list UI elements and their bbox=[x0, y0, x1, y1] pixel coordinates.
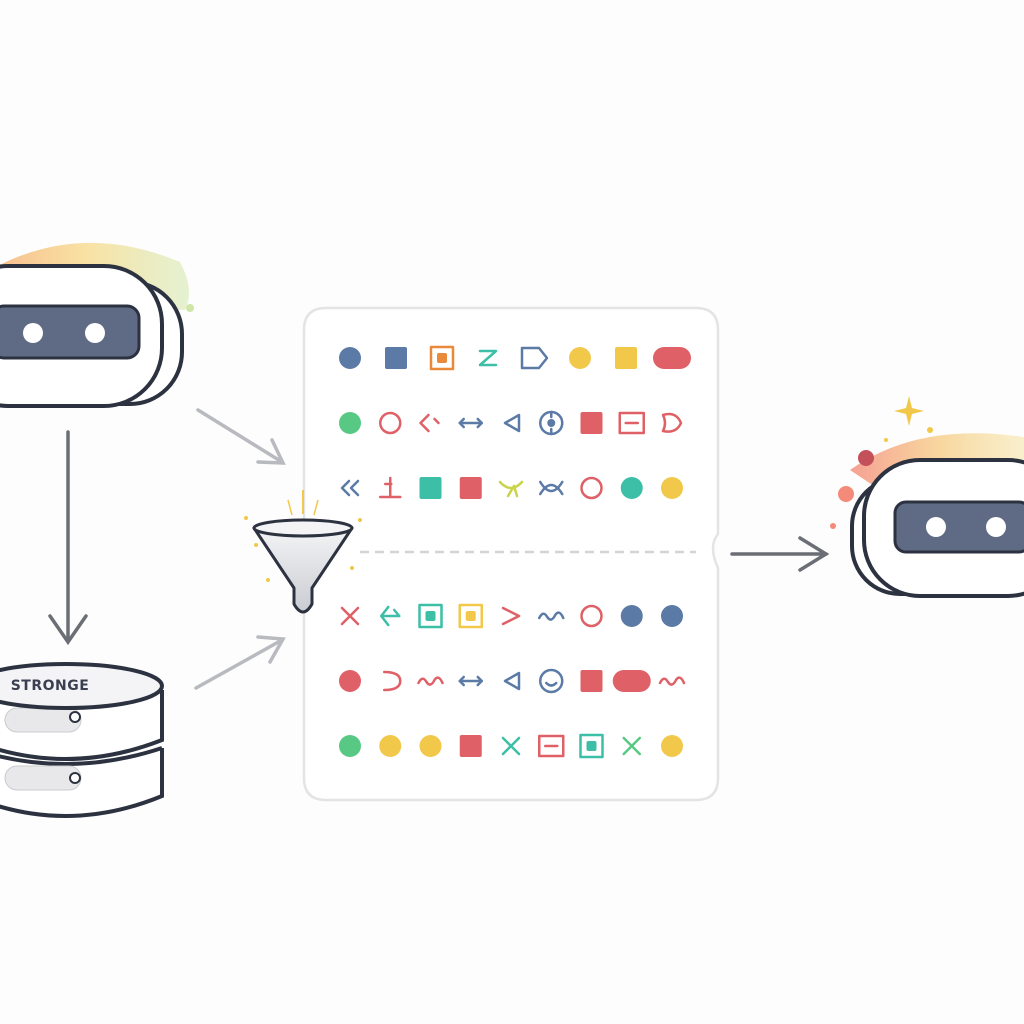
token-teal-zigzag-icon bbox=[478, 349, 498, 367]
token-teal-square-icon bbox=[419, 477, 442, 499]
token-yellow-circle-icon bbox=[379, 735, 402, 757]
token-teal-branch-icon bbox=[380, 605, 401, 627]
token-blue-smile-icon bbox=[539, 668, 564, 694]
token-lime-knot-icon bbox=[498, 480, 524, 498]
token-red-chevrons-icon bbox=[419, 413, 440, 433]
token-red-chevron-right-icon bbox=[501, 606, 521, 626]
token-teal-cross-icon bbox=[501, 736, 521, 756]
token-red-squiggle-icon bbox=[417, 676, 444, 686]
token-green-circle-icon bbox=[339, 412, 361, 434]
token-red-square-icon bbox=[580, 670, 603, 692]
flow-arrows bbox=[48, 408, 830, 690]
token-blue-double-arrow-icon bbox=[458, 675, 483, 687]
token-red-stand-icon bbox=[379, 476, 402, 499]
token-green-circle-icon bbox=[339, 735, 361, 757]
source-robot bbox=[0, 242, 194, 408]
token-teal-circle-icon bbox=[620, 477, 643, 499]
token-red-ring-icon bbox=[379, 411, 402, 435]
arrow-panel-to-robot bbox=[730, 536, 830, 572]
token-red-hook-icon bbox=[383, 670, 402, 692]
token-blue-square-icon bbox=[385, 347, 407, 369]
token-red-square-icon bbox=[580, 412, 603, 434]
robot-visor bbox=[0, 304, 141, 360]
token-yellow-circle-icon bbox=[661, 477, 683, 499]
storage-label: STRONGE bbox=[11, 678, 90, 694]
robot-eye bbox=[85, 323, 105, 343]
token-blue-circle-icon bbox=[339, 347, 361, 369]
token-red-circle-icon bbox=[339, 670, 361, 692]
token-blue-loop-icon bbox=[539, 480, 564, 496]
token-yellow-square-icon bbox=[615, 347, 637, 369]
token-red-cross-icon bbox=[340, 606, 360, 626]
token-blue-chevron-left-icon bbox=[503, 671, 521, 691]
token-red-ring-icon bbox=[580, 604, 603, 628]
filter-funnel-icon bbox=[244, 490, 362, 614]
token-red-square-icon bbox=[459, 735, 482, 757]
token-red-minus-box-icon bbox=[538, 734, 565, 758]
token-panel bbox=[302, 306, 720, 802]
arrow-storage-to-funnel bbox=[194, 635, 286, 690]
token-teal-square-dot-icon bbox=[579, 733, 604, 759]
token-blue-tag-icon bbox=[520, 346, 549, 370]
robot-visor bbox=[893, 500, 1024, 554]
token-yellow-circle-icon bbox=[569, 347, 591, 369]
token-teal-square-dot-icon bbox=[418, 603, 443, 629]
token-red-pill-icon bbox=[653, 347, 691, 369]
arrow-robot-to-storage bbox=[48, 430, 88, 646]
token-yellow-circle-icon bbox=[419, 735, 442, 757]
token-blue-circle-icon bbox=[661, 605, 683, 627]
token-yellow-circle-icon bbox=[661, 735, 683, 757]
robot-eye bbox=[926, 517, 946, 537]
token-blue-double-chevron-icon bbox=[340, 479, 360, 497]
token-red-blob-icon bbox=[661, 412, 683, 433]
token-red-ring-icon bbox=[580, 476, 603, 500]
arrow-robot-to-funnel bbox=[196, 408, 286, 465]
sparkle-icon bbox=[894, 396, 924, 426]
storage-database: STRONGE bbox=[0, 662, 164, 818]
token-blue-circle-icon bbox=[620, 605, 643, 627]
token-red-pill-icon bbox=[612, 670, 651, 692]
token-green-cross-icon bbox=[622, 736, 641, 756]
token-blue-chevron-left-icon bbox=[503, 413, 521, 433]
token-red-squiggle-icon bbox=[658, 676, 686, 686]
token-red-minus-box-icon bbox=[618, 411, 645, 435]
token-yellow-square-dot-icon bbox=[458, 603, 483, 629]
token-grid bbox=[339, 345, 691, 759]
robot-eye bbox=[986, 517, 1006, 537]
robot-eye bbox=[23, 323, 43, 343]
token-blue-double-arrow-icon bbox=[458, 417, 483, 429]
token-red-square-icon bbox=[459, 477, 482, 499]
token-blue-squiggle-icon bbox=[538, 611, 565, 621]
output-robot bbox=[830, 396, 1024, 598]
token-blue-target-icon bbox=[539, 410, 564, 436]
token-orange-square-dot-icon bbox=[429, 345, 455, 371]
